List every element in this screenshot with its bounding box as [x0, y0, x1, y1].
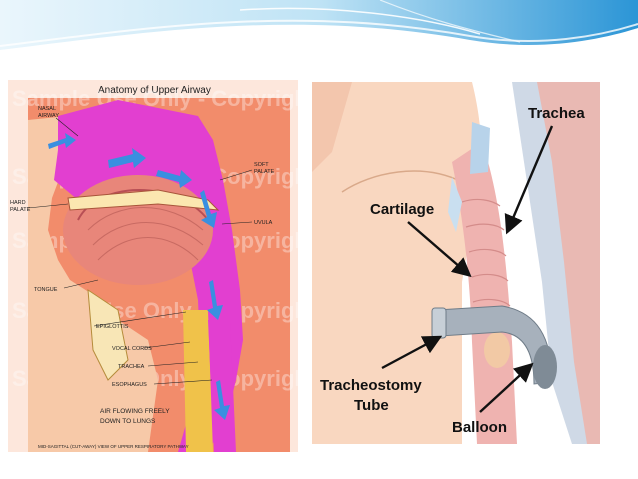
label-nasal-airway-line2: AIRWAY — [38, 113, 59, 119]
label-air-flow-line2: DOWN TO LUNGS — [100, 418, 156, 425]
label-nasal-airway-line1: NASAL — [38, 106, 56, 112]
label-trachea: Trachea — [528, 105, 585, 122]
tracheostomy-figure: Trachea Cartilage Tracheostomy Tube Ball… — [312, 82, 600, 444]
label-soft-palate-line1: SOFT — [254, 162, 269, 168]
label-esophagus: ESOPHAGUS — [112, 382, 147, 388]
figure-caption: MID-SAGITTAL (CUT-AWAY) VIEW OF UPPER RE… — [38, 444, 189, 449]
label-air-flow-line1: AIR FLOWING FREELY — [100, 408, 170, 415]
header-banner — [0, 0, 638, 62]
label-tracheostomy-tube-line2: Tube — [354, 397, 389, 414]
label-soft-palate-line2: PALATE — [254, 169, 275, 175]
arrow-trachea — [504, 125, 554, 235]
arrow-tracheostomy-tube — [381, 335, 443, 370]
label-cartilage: Cartilage — [370, 201, 434, 218]
upper-airway-anatomy-figure: Anatomy of Upper Airway Sample Use Only … — [8, 80, 298, 452]
label-uvula: UVULA — [254, 220, 273, 226]
label-tracheostomy-tube-line1: Tracheostomy — [320, 377, 422, 394]
label-tongue: TONGUE — [34, 287, 58, 293]
figure-title: Anatomy of Upper Airway — [98, 85, 211, 96]
watermark-row-1: Sample Use Only - Copyright — [12, 86, 298, 111]
label-balloon: Balloon — [452, 419, 507, 436]
label-trachea: TRACHEA — [118, 364, 145, 370]
label-epiglottis: EPIGLOTTIS — [96, 324, 129, 330]
label-hard-palate-line2: PALATE — [10, 207, 31, 213]
arrow-balloon — [479, 362, 534, 413]
label-hard-palate-line1: HARD — [10, 200, 26, 206]
arrow-cartilage — [407, 221, 472, 278]
label-vocal-cords: VOCAL CORDS — [112, 346, 152, 352]
